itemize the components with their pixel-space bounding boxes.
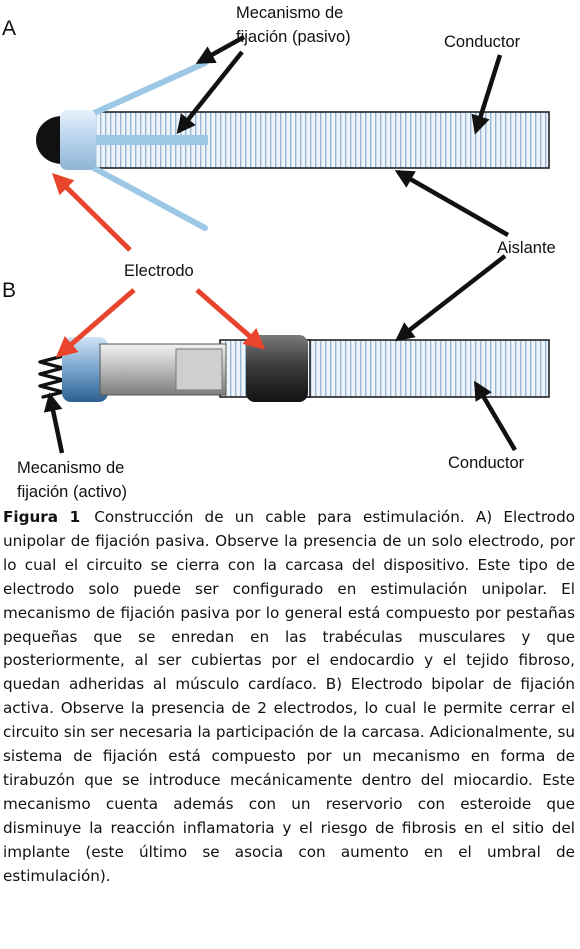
lead-b-steroid-inner: [175, 348, 223, 391]
label-aislante: Aislante: [497, 239, 556, 257]
arrow-aislante-bottom: [395, 254, 507, 342]
helix-corkscrew: [38, 354, 65, 399]
label-conductor-top: Conductor: [444, 33, 521, 51]
arrow-conductor-bottom: [474, 380, 517, 452]
arrow-electrode-b-tip: [55, 288, 136, 358]
lead-b-coil-body: [299, 339, 550, 398]
caption-text: Construcción de un cable para estimulaci…: [3, 508, 576, 885]
arrow-active-fixation: [43, 392, 65, 454]
lead-construction-diagram: A B Mecanismo de fijación (pasivo) Condu…: [2, 4, 556, 501]
lead-a-tip-cap: [60, 110, 96, 170]
label-electrodo: Electrodo: [124, 262, 194, 280]
label-conductor-bottom: Conductor: [448, 454, 525, 472]
label-active-fixation-line1: Mecanismo de: [17, 459, 124, 477]
passive-tine-upper: [89, 60, 208, 117]
arrow-electrode-b-ring: [195, 288, 266, 350]
arrow-passive-fixation-1: [195, 35, 246, 64]
arrow-aislante-top: [394, 170, 510, 237]
passive-tine-lower: [89, 164, 208, 231]
lead-a-inner-conductor: [96, 135, 208, 145]
label-passive-fixation-line1: Mecanismo de: [236, 4, 343, 22]
lead-a-tip-electrode: [36, 116, 62, 164]
arrow-passive-fixation-2: [176, 50, 244, 134]
figure-label: Figura 1: [3, 508, 81, 526]
arrow-conductor-top: [471, 54, 503, 135]
panel-label-a: A: [2, 17, 16, 40]
label-active-fixation-line2: fijación (activo): [17, 483, 127, 501]
lead-a: [36, 60, 550, 231]
label-passive-fixation-line2: fijación (pasivo): [236, 28, 351, 46]
panel-label-b: B: [2, 279, 16, 302]
arrow-electrode-a: [52, 173, 132, 252]
lead-b-ring-electrode: [246, 335, 308, 402]
lead-b: [38, 335, 550, 402]
